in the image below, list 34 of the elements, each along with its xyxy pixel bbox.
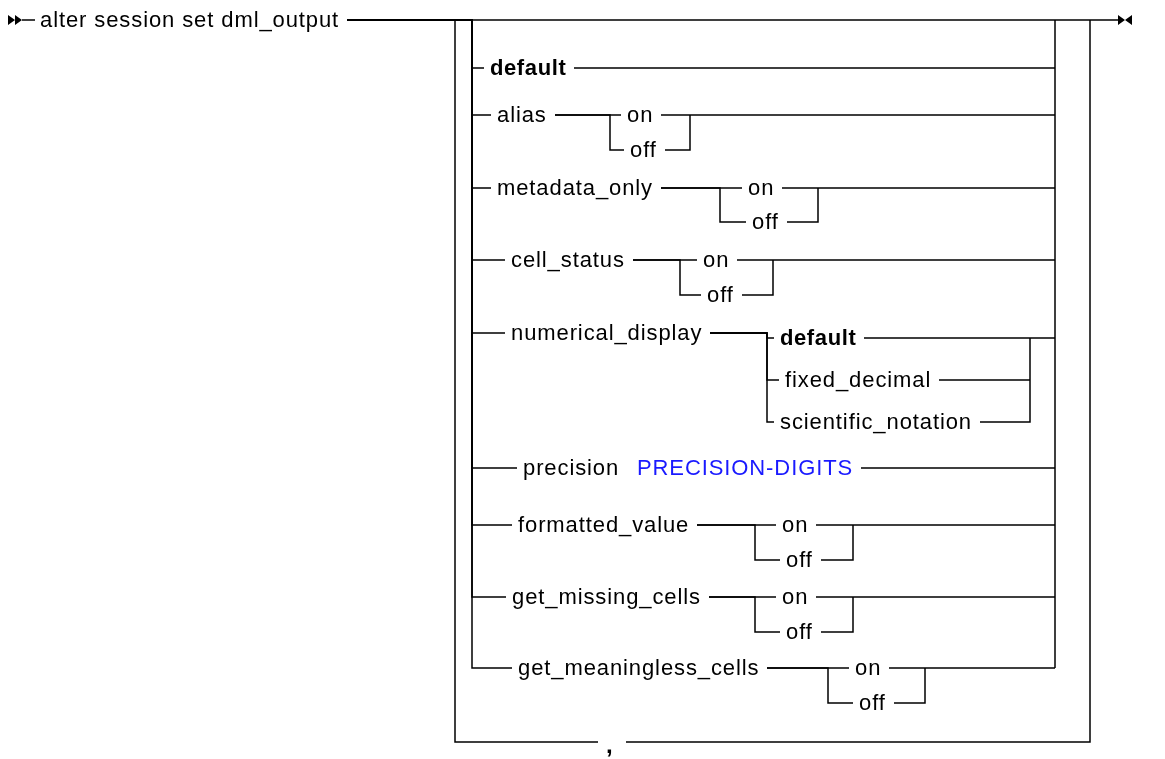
syntax-keyword: on — [782, 512, 809, 538]
syntax-keyword: on — [782, 584, 809, 610]
railroad-branch — [696, 524, 781, 561]
railroad-branch — [708, 596, 781, 633]
syntax-keyword: off — [752, 209, 779, 235]
syntax-keyword: metadata_only — [497, 175, 654, 201]
syntax-keyword: fixed_decimal — [785, 367, 932, 393]
syntax-keyword: scientific_notation — [780, 409, 972, 435]
separator-text: , — [605, 730, 614, 759]
syntax-keyword: alter session set dml_output — [40, 7, 340, 33]
syntax-keyword: off — [630, 137, 657, 163]
railroad-branch — [632, 259, 702, 296]
syntax-keyword: precision — [523, 455, 620, 481]
syntax-keyword: alias — [497, 102, 547, 128]
syntax-keyword: get_missing_cells — [512, 584, 701, 610]
syntax-keyword: on — [703, 247, 730, 273]
syntax-keyword: on — [855, 655, 882, 681]
syntax-keyword: formatted_value — [518, 512, 690, 538]
railroad-branch — [554, 114, 625, 151]
syntax-keyword: default — [780, 325, 857, 351]
railroad-branch — [766, 667, 854, 704]
syntax-keyword: numerical_display — [511, 320, 703, 346]
syntax-keyword: cell_status — [511, 247, 625, 273]
syntax-keyword: off — [707, 282, 734, 308]
syntax-keyword: off — [786, 547, 813, 573]
syntax-keyword: on — [748, 175, 775, 201]
syntax-keyword: PRECISION-DIGITS — [637, 455, 854, 481]
syntax-keyword: off — [859, 690, 886, 716]
railroad-branch — [660, 187, 747, 223]
syntax-keyword: get_meaningless_cells — [518, 655, 760, 681]
syntax-keyword: off — [786, 619, 813, 645]
syntax-keyword: default — [490, 55, 567, 81]
railroad-branch — [709, 332, 775, 423]
syntax-keyword: on — [627, 102, 654, 128]
